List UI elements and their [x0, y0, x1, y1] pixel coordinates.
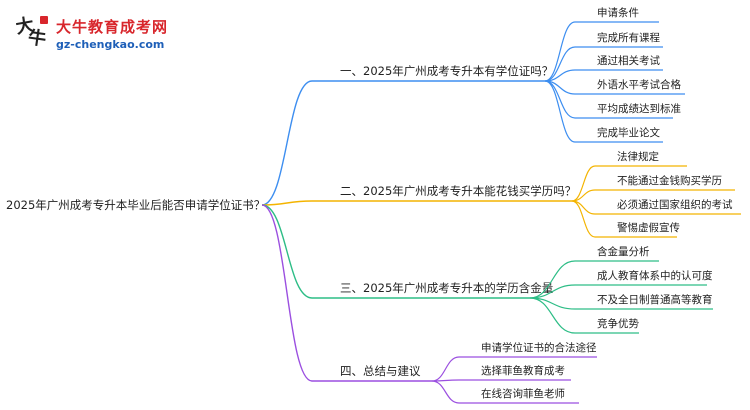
leaf-node[interactable]: 必须通过国家组织的考试	[617, 198, 733, 211]
site-logo[interactable]: 大牛 大牛教育成考网 gz-chengkao.com	[14, 14, 167, 56]
branch-connector	[261, 204, 313, 299]
logo-mark-icon: 大牛	[14, 15, 54, 54]
branch-connector	[261, 200, 313, 206]
leaf-node[interactable]: 外语水平考试合格	[597, 78, 681, 91]
leaf-node[interactable]: 含金量分析	[597, 245, 650, 258]
leaf-node[interactable]: 申请条件	[597, 6, 639, 19]
leaf-connector	[544, 80, 576, 143]
branch-connector	[261, 80, 313, 206]
leaf-connector	[431, 356, 460, 382]
leaf-node[interactable]: 平均成绩达到标准	[597, 102, 681, 115]
leaf-connector	[529, 260, 576, 299]
leaf-connector	[544, 46, 576, 82]
branch-node[interactable]: 四、总结与建议	[340, 364, 421, 378]
leaf-connector	[571, 165, 596, 202]
leaf-connector	[529, 297, 576, 334]
leaf-node[interactable]: 完成所有课程	[597, 31, 660, 44]
root-node[interactable]: 2025年广州成考专升本毕业后能否申请学位证书？	[6, 198, 265, 212]
leaf-connector	[431, 380, 460, 404]
leaf-node[interactable]: 选择菲鱼教育成考	[481, 364, 565, 377]
branch-node[interactable]: 一、2025年广州成考专升本有学位证吗？	[340, 64, 553, 78]
logo-name: 大牛教育成考网	[56, 18, 169, 36]
leaf-node[interactable]: 法律规定	[617, 150, 659, 163]
leaf-node[interactable]: 申请学位证书的合法途径	[481, 341, 597, 354]
leaf-node[interactable]: 在线咨询菲鱼老师	[481, 387, 565, 400]
leaf-node[interactable]: 不及全日制普通高等教育	[597, 293, 713, 306]
leaf-connector	[571, 200, 596, 238]
branch-node[interactable]: 三、2025年广州成考专升本的学历含金量	[340, 281, 553, 295]
leaf-node[interactable]: 不能通过金钱购买学历	[617, 174, 722, 187]
leaf-node[interactable]: 完成毕业论文	[597, 126, 660, 139]
branch-node[interactable]: 二、2025年广州成考专升本能花钱买学历吗？	[340, 184, 576, 198]
leaf-node[interactable]: 竞争优势	[597, 317, 639, 330]
leaf-node[interactable]: 成人教育体系中的认可度	[597, 269, 713, 282]
leaf-node[interactable]: 警惕虚假宣传	[617, 221, 680, 234]
leaf-node[interactable]: 通过相关考试	[597, 54, 660, 67]
logo-url: gz-chengkao.com	[56, 38, 165, 51]
branch-connector	[261, 204, 313, 382]
